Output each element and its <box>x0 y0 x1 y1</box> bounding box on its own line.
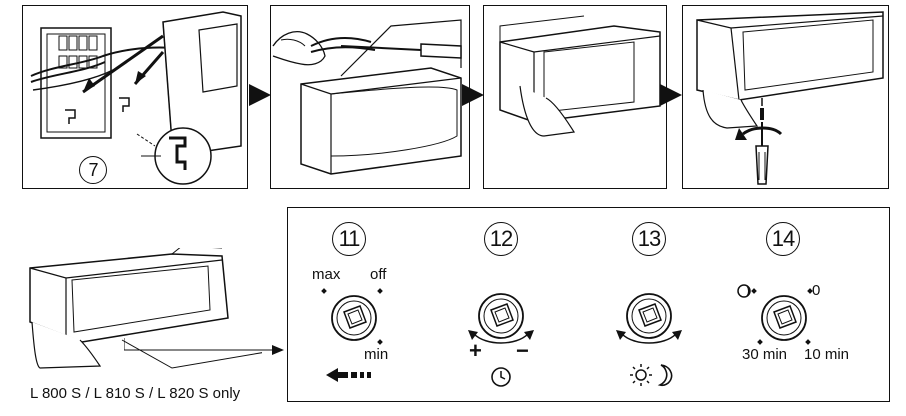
step-panel-2 <box>270 5 470 189</box>
clock-icon <box>490 366 512 393</box>
step-12-number: 12 <box>484 222 518 256</box>
step-panel-1: 7 <box>22 5 248 189</box>
plus-label: + <box>469 338 482 363</box>
dashed-arrow-left-icon <box>326 367 378 388</box>
step-panel-4 <box>682 5 889 189</box>
label-10min: 10 min <box>804 346 850 363</box>
rotate-both-arrow-icon <box>466 326 536 355</box>
step-11-number: 11 <box>332 222 366 256</box>
crescent-icon <box>736 283 752 304</box>
label-max: max <box>312 266 341 283</box>
housing-screw-illustration <box>696 11 884 185</box>
moon-icon <box>656 362 676 393</box>
step-panel-3 <box>483 5 667 189</box>
rotate-arrow-icon <box>735 126 783 140</box>
housing-closed-illustration <box>499 15 661 137</box>
label-30min: 30 min <box>742 346 788 363</box>
arrow-right-icon <box>660 84 682 111</box>
terminal-screwdriver-illustration <box>272 19 462 175</box>
step-13-number: 13 <box>632 222 666 256</box>
label-min: min <box>364 346 389 363</box>
daylight-dial-icon <box>618 290 680 357</box>
arrow-right-icon <box>462 84 484 111</box>
callout-7-number: 7 <box>88 159 98 180</box>
device-illustration <box>22 245 267 378</box>
model-caption: L 800 S / L 810 S / L 820 S only <box>30 385 241 402</box>
sensitivity-dial-icon <box>320 284 388 357</box>
wall-mount-illustration <box>30 11 242 185</box>
rotate-both-arrow-icon <box>614 326 684 355</box>
label-zero: 0 <box>812 282 821 299</box>
callout-7: 7 <box>79 156 107 184</box>
screwdriver-icon <box>755 122 769 185</box>
step-14-number: 14 <box>766 222 800 256</box>
timer-dial-icon <box>750 284 818 357</box>
sun-icon <box>628 362 654 393</box>
arrow-right-icon <box>249 84 271 111</box>
label-off: off <box>370 266 387 283</box>
pointer-arrow-icon <box>123 336 284 361</box>
minus-label: − <box>516 338 529 363</box>
brightness-dial-icon <box>470 290 532 357</box>
